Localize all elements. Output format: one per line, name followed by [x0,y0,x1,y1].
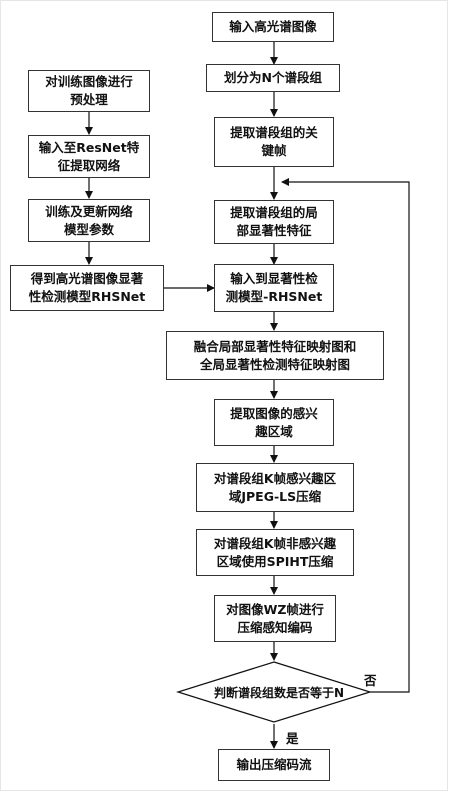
branch-no-label: 否 [364,673,377,688]
wz-compress-box: 对图像WZ帧进行 压缩感知编码 [214,595,336,642]
nonroi-compress-box: 对谱段组K帧非感兴趣 区域使用SPIHT压缩 [196,529,354,576]
input-resnet-box: 输入至ResNet特 征提取网络 [28,135,150,178]
branch-yes-label: 是 [286,731,299,746]
input-image-box: 输入高光谱图像 [212,12,334,42]
fuse-maps-box: 融合局部显著性特征映射图和 全局显著性检测特征映射图 [166,331,384,380]
input-model-box: 输入到显著性检 测模型-RHSNet [214,264,334,312]
extract-keyframe-box: 提取谱段组的关 键帧 [214,117,334,167]
extract-roi-box: 提取图像的感兴 趣区域 [214,399,334,446]
roi-compress-box: 对谱段组K帧感兴趣区 域JPEG-LS压缩 [196,463,354,512]
train-update-box: 训练及更新网络 模型参数 [28,199,150,242]
decision-text: 判断谱段组数是否等于N [213,686,345,700]
arrow-loop-back [281,178,410,693]
decision-diamond [175,661,373,723]
get-model-box: 得到高光谱图像显著 性检测模型RHSNet [10,265,164,311]
output-box: 输出压缩码流 [218,749,330,781]
extract-local-box: 提取谱段组的局 部显著性特征 [214,200,334,244]
divide-groups-box: 划分为N个谱段组 [206,64,340,92]
preprocess-box: 对训练图像进行 预处理 [28,70,150,112]
